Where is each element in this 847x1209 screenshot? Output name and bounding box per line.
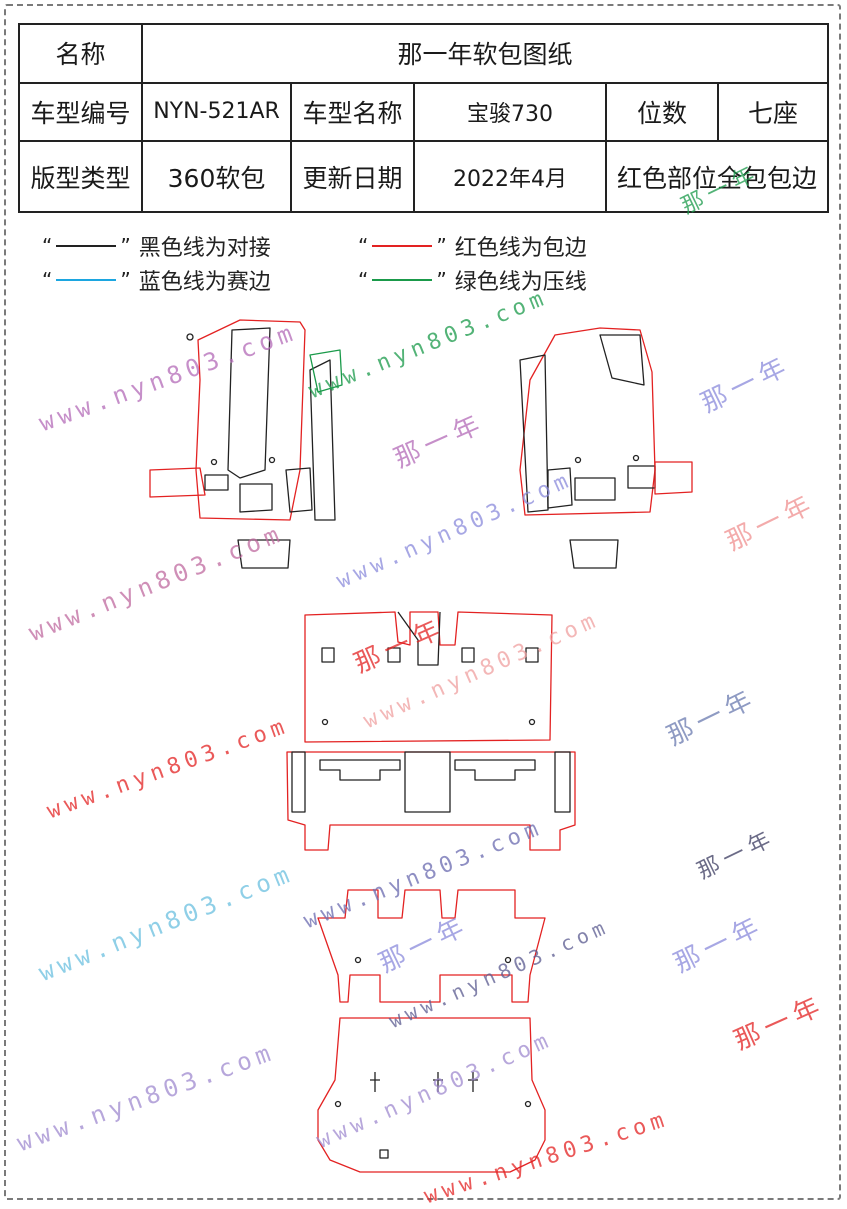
legend-blue-text: 蓝色线为赛边 [138, 270, 271, 295]
type-value: 360软包 [141, 140, 292, 213]
quote-open: “ [358, 268, 369, 292]
red-line-swatch [372, 245, 433, 247]
quote-close: ” [436, 268, 447, 292]
page-border [4, 4, 841, 1200]
legend-red-text: 红色线为包边 [454, 236, 587, 261]
legend-red: “ ” 红色线为包边 [358, 230, 587, 262]
quote-close: ” [120, 268, 131, 292]
legend-blue: “ ” 蓝色线为赛边 [42, 264, 271, 296]
type-label: 版型类型 [18, 140, 143, 213]
name-label: 名称 [18, 23, 143, 84]
model-name-label: 车型名称 [290, 81, 415, 143]
quote-open: “ [358, 234, 369, 258]
left-front-mat [149, 319, 343, 569]
quote-open: “ [42, 268, 53, 292]
legend-green: “ ” 绿色线为压线 [358, 264, 587, 296]
legend-green-text: 绿色线为压线 [454, 270, 587, 295]
spec-table: 名称 那一年软包图纸 车型编号 NYN-521AR 车型名称 宝骏730 位数 … [18, 23, 829, 213]
model-code-value: NYN-521AR [141, 81, 292, 143]
model-code-label: 车型编号 [18, 81, 143, 143]
seats-label: 位数 [605, 81, 719, 143]
quote-open: “ [42, 234, 53, 258]
model-name-value: 宝骏730 [413, 81, 607, 143]
quote-close: ” [436, 234, 447, 258]
second-row-upper-mat [304, 611, 553, 743]
note-value: 红色部位全包包边 [605, 140, 829, 213]
legend-black-text: 黑色线为对接 [138, 236, 271, 261]
blue-line-swatch [56, 279, 117, 281]
second-row-lower-mat [286, 751, 576, 851]
trunk-mat [317, 1017, 546, 1173]
legend-black: “ ” 黑色线为对接 [42, 230, 271, 262]
quote-close: ” [120, 234, 131, 258]
right-front-mat [519, 327, 693, 569]
update-label: 更新日期 [290, 140, 415, 213]
black-line-swatch [56, 245, 117, 247]
third-row-mat [317, 889, 546, 1003]
seats-value: 七座 [717, 81, 829, 143]
document-title: 那一年软包图纸 [141, 23, 829, 84]
green-line-swatch [372, 279, 433, 281]
update-value: 2022年4月 [413, 140, 607, 213]
